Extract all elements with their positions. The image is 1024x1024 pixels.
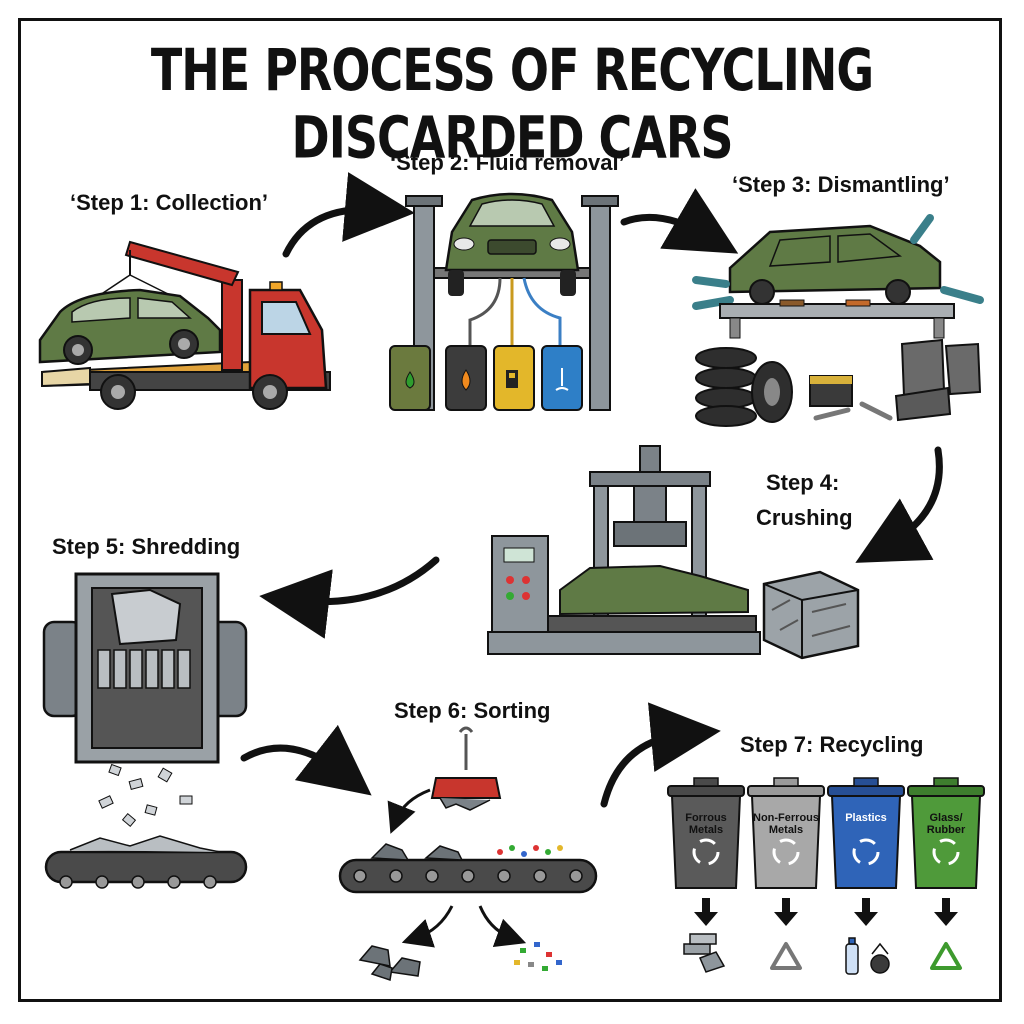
step1-label: ‘Step 1: Collection’ <box>70 190 269 215</box>
bin-label-nonferrous: Non-Ferrous Metals <box>753 812 819 836</box>
bin-nonferrous <box>747 777 825 889</box>
step6-label: Step 6: Sorting <box>394 698 551 723</box>
bin-glass-rubber <box>907 777 985 889</box>
step1-tow-truck-illustration <box>38 240 331 410</box>
step6-sorting-illustration <box>338 726 598 981</box>
bin-plastics <box>827 777 905 889</box>
recycle-icon <box>770 942 802 970</box>
bin-label-ferrous: Forrous Metals <box>685 812 727 836</box>
fuel-pump-icon <box>506 370 518 388</box>
oil-drop-icon <box>405 371 415 389</box>
recycle-icon <box>692 838 960 866</box>
step4-label-line1: Step 4: <box>766 470 840 495</box>
down-arrow-icon <box>694 898 958 926</box>
step5-label: Step 5: Shredding <box>52 534 241 559</box>
bin-ferrous <box>667 777 745 889</box>
step2-label: ‘Step 2: Fluid removal’ <box>390 150 625 175</box>
bin-label-plastics: Plastics <box>845 812 887 824</box>
step3-dismantling-illustration <box>692 214 984 427</box>
curved-arrow-icon <box>240 172 943 808</box>
step2-fluid-removal-illustration <box>389 192 619 411</box>
flame-icon <box>461 369 471 391</box>
recycle-icon <box>930 942 962 970</box>
step5-shredder-illustration <box>42 572 248 889</box>
step7-recycling-bins-illustration <box>667 777 985 975</box>
coolant-icon <box>555 368 569 391</box>
step4-crusher-illustration <box>487 445 860 660</box>
step4-label-line2: Crushing <box>756 505 853 530</box>
diagram-title: THE PROCESS OF RECYCLING DISCARDED CARS <box>150 36 874 171</box>
step7-label: Step 7: Recycling <box>740 732 924 757</box>
bin-label-glass-rubber: Glass/ Rubber <box>926 812 966 836</box>
step3-label: ‘Step 3: Dismantling’ <box>732 172 950 197</box>
